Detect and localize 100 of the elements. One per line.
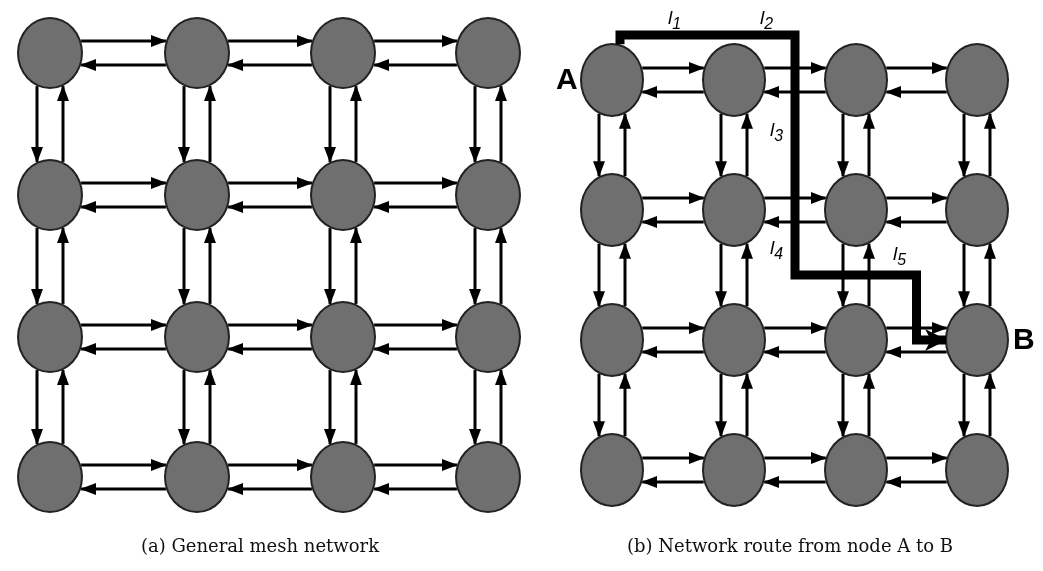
arrow xyxy=(81,459,167,471)
arrow xyxy=(80,59,166,71)
node-label: A xyxy=(556,64,578,94)
arrow xyxy=(984,242,996,307)
arrow xyxy=(469,370,481,445)
arrow xyxy=(374,319,458,331)
link-label: l$_{4}$ xyxy=(770,238,784,262)
arrow xyxy=(227,343,312,355)
arrow xyxy=(227,59,312,71)
link-label: l$_{1}$ xyxy=(668,8,682,32)
arrow xyxy=(495,85,507,162)
arrow xyxy=(715,373,727,438)
arrow xyxy=(837,113,849,178)
arrow xyxy=(715,113,727,178)
arrow xyxy=(324,370,336,445)
arrow xyxy=(227,483,312,495)
arrow xyxy=(641,86,704,98)
arrow xyxy=(741,372,753,437)
arrow xyxy=(764,192,827,204)
arrow xyxy=(958,243,970,308)
arrow xyxy=(228,35,313,47)
route-arrow xyxy=(615,30,947,351)
arrow xyxy=(31,86,43,163)
arrow xyxy=(57,227,69,304)
link-label: l$_{2}$ xyxy=(760,8,774,32)
arrow xyxy=(885,86,947,98)
arrow xyxy=(80,343,166,355)
arrow xyxy=(350,369,362,444)
arrow xyxy=(81,35,167,47)
arrow xyxy=(204,227,216,304)
arrow xyxy=(619,242,631,307)
arrow xyxy=(593,373,605,438)
arrow xyxy=(642,322,705,334)
arrow xyxy=(324,86,336,163)
arrow xyxy=(57,369,69,444)
arrow xyxy=(495,227,507,304)
arrow xyxy=(641,476,704,488)
arrow xyxy=(373,483,457,495)
arrow xyxy=(642,452,705,464)
arrow xyxy=(495,369,507,444)
arrow xyxy=(886,192,948,204)
arrow xyxy=(885,346,947,358)
arrow xyxy=(228,319,313,331)
arrow xyxy=(350,85,362,162)
arrow xyxy=(373,201,457,213)
arrow xyxy=(764,452,827,464)
arrow xyxy=(373,343,457,355)
arrow xyxy=(885,216,947,228)
arrow xyxy=(227,201,312,213)
arrow xyxy=(886,322,948,334)
arrow xyxy=(31,370,43,445)
arrow xyxy=(763,216,826,228)
arrow xyxy=(984,372,996,437)
arrow xyxy=(469,228,481,305)
arrow xyxy=(837,243,849,308)
arrow xyxy=(885,476,947,488)
arrow xyxy=(863,372,875,437)
arrow xyxy=(373,59,457,71)
arrow xyxy=(619,372,631,437)
arrow xyxy=(204,369,216,444)
arrow xyxy=(741,112,753,177)
arrow xyxy=(324,228,336,305)
arrow xyxy=(374,459,458,471)
arrow xyxy=(958,113,970,178)
arrow xyxy=(228,459,313,471)
node-label: B xyxy=(1013,324,1035,354)
arrow xyxy=(469,86,481,163)
link-label: l$_{3}$ xyxy=(770,120,784,144)
arrow xyxy=(641,346,704,358)
arrow xyxy=(837,373,849,438)
arrow xyxy=(80,201,166,213)
arrow xyxy=(641,216,704,228)
arrow xyxy=(593,113,605,178)
arrow xyxy=(57,85,69,162)
arrow xyxy=(593,243,605,308)
arrow xyxy=(886,62,948,74)
arrow xyxy=(984,112,996,177)
arrow xyxy=(374,35,458,47)
arrow xyxy=(178,228,190,305)
arrow xyxy=(178,86,190,163)
arrow xyxy=(350,227,362,304)
arrow xyxy=(741,242,753,307)
caption: (b) Network route from node A to B xyxy=(627,535,953,556)
arrow xyxy=(958,373,970,438)
arrow xyxy=(374,177,458,189)
arrow xyxy=(764,322,827,334)
arrow xyxy=(81,177,167,189)
arrow xyxy=(178,370,190,445)
arrow xyxy=(619,112,631,177)
arrow xyxy=(715,243,727,308)
arrow xyxy=(763,86,826,98)
arrow xyxy=(642,192,705,204)
arrow xyxy=(80,483,166,495)
arrow xyxy=(81,319,167,331)
arrow xyxy=(764,62,827,74)
arrow xyxy=(863,242,875,307)
arrow xyxy=(228,177,313,189)
link-label: l$_{5}$ xyxy=(893,244,907,268)
arrow xyxy=(763,476,826,488)
arrow xyxy=(204,85,216,162)
